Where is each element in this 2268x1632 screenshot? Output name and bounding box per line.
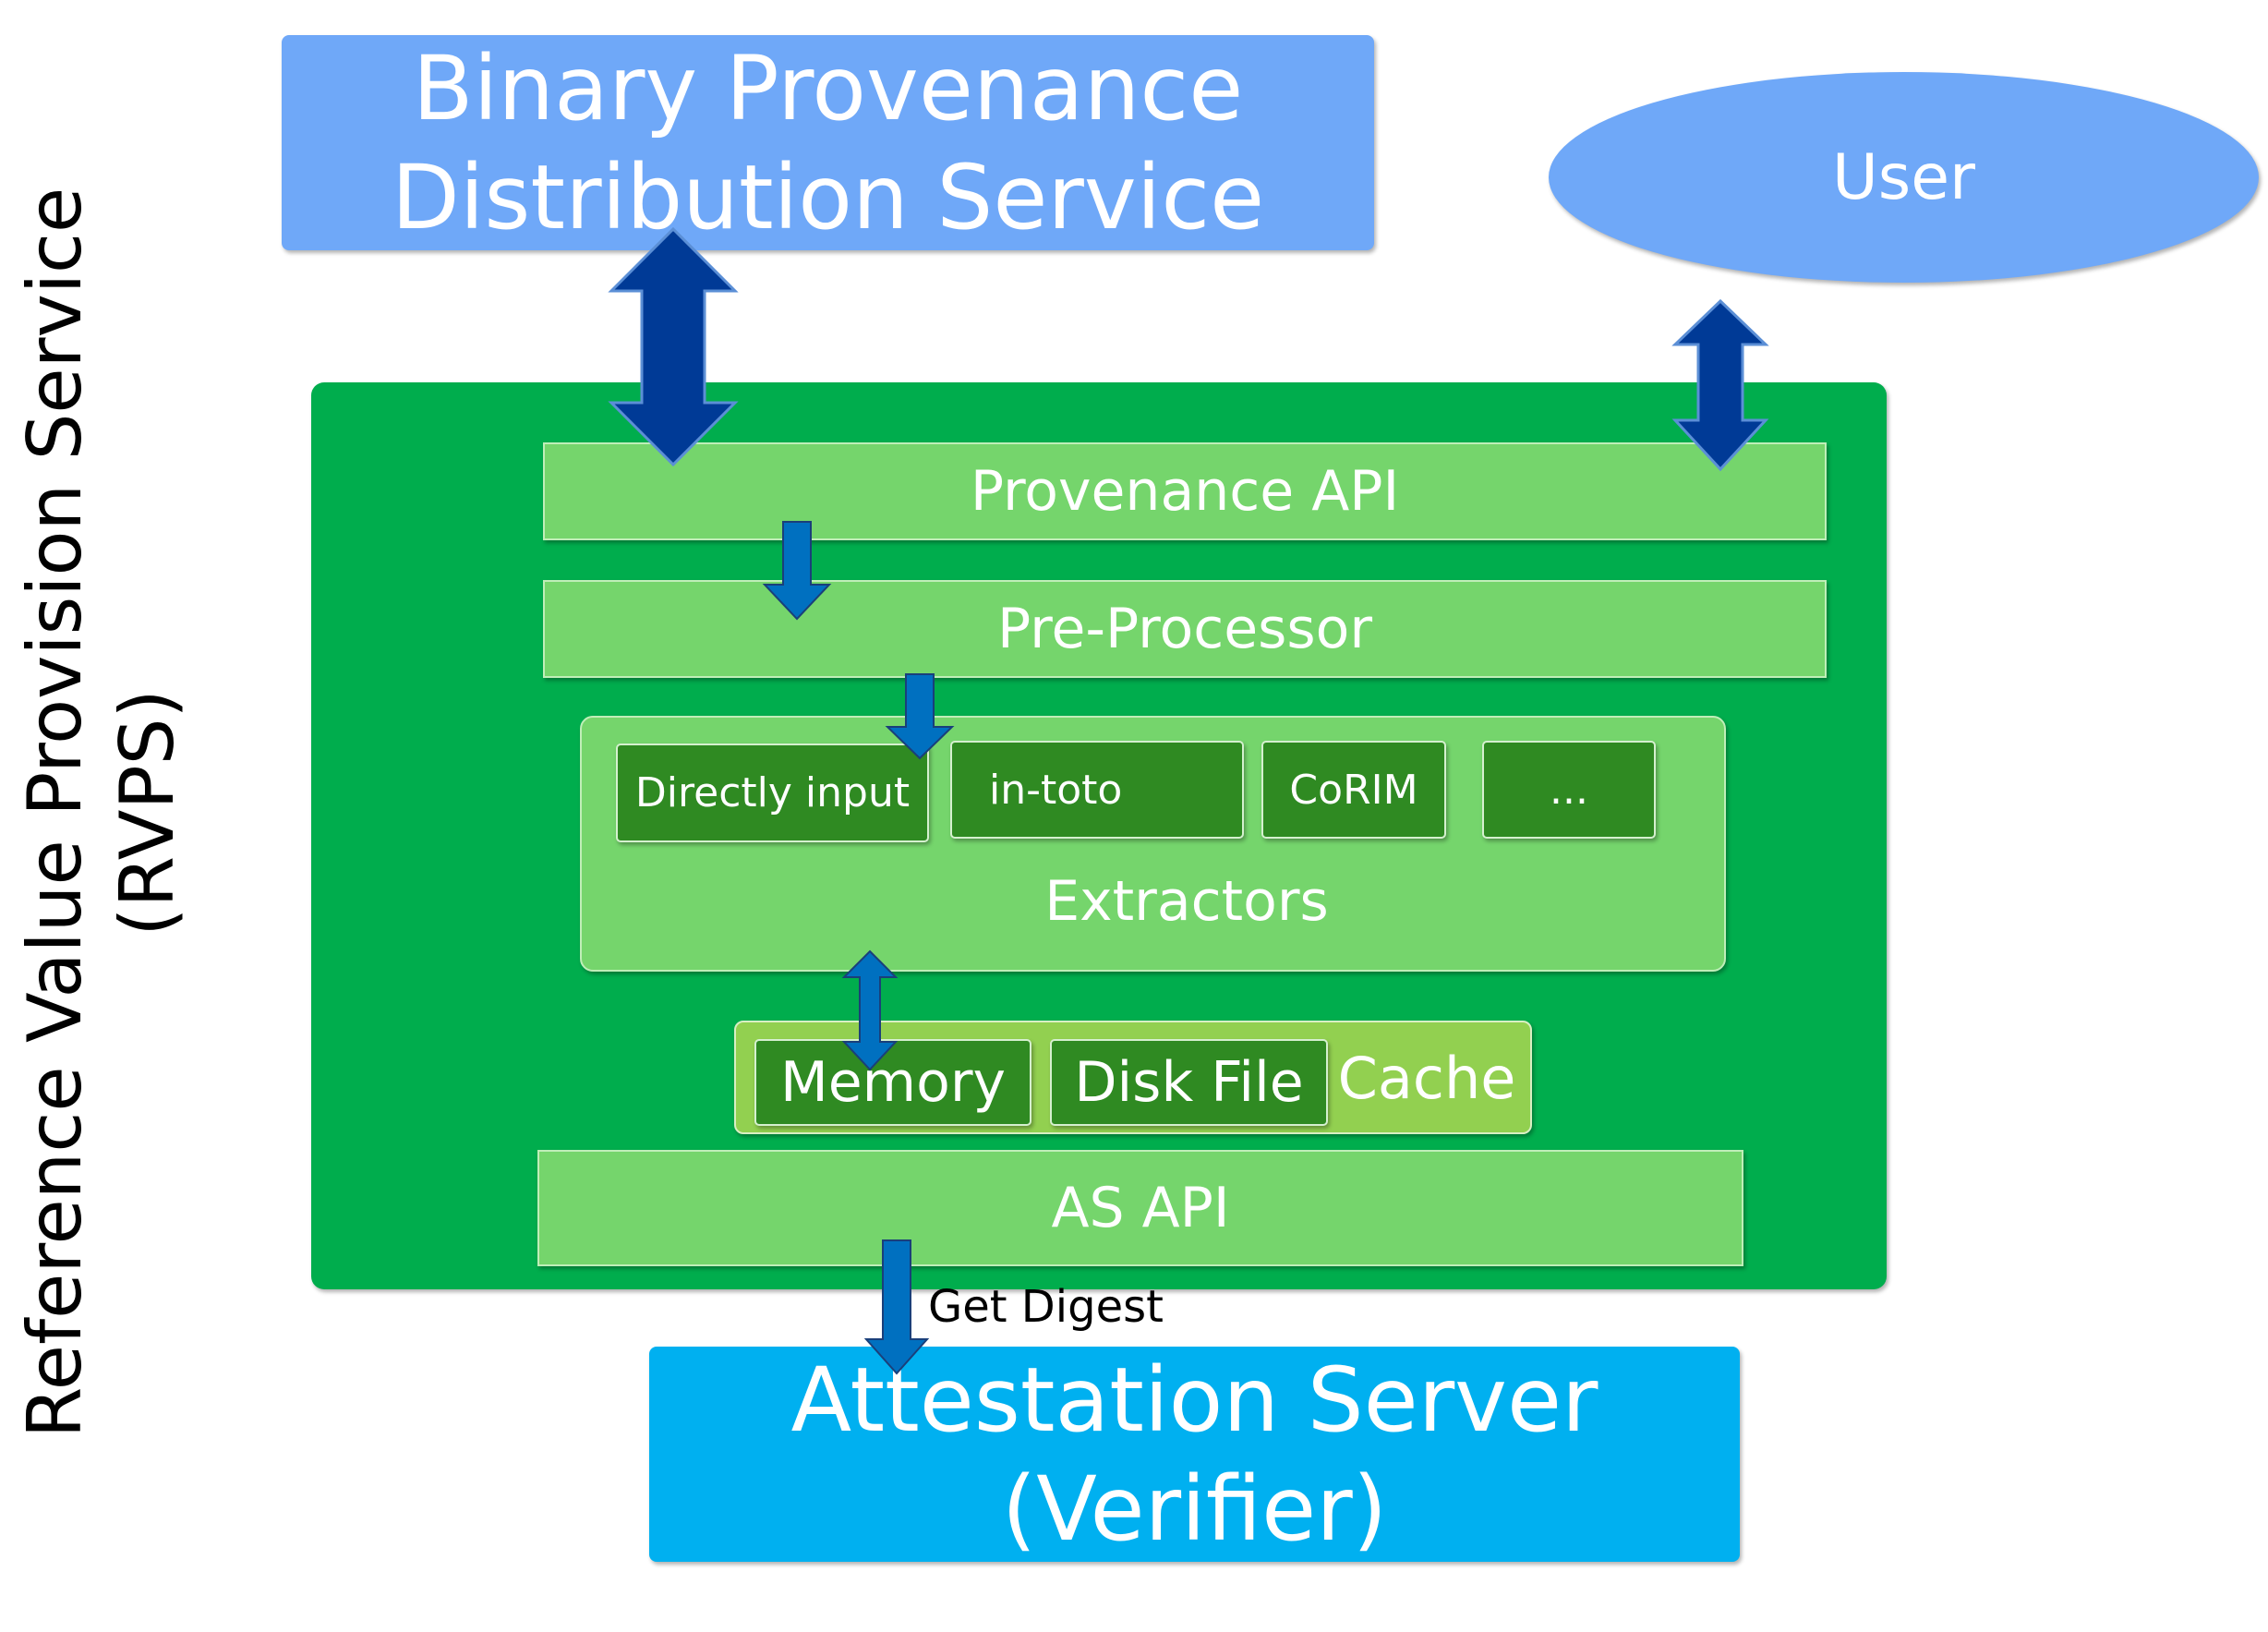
extractor-label: ...	[1550, 766, 1588, 814]
cache-memory: Memory	[754, 1039, 1031, 1126]
rvps-side-label-line1: Reference Value Provision Service	[12, 187, 98, 1439]
extractor-in-toto: in-toto	[950, 741, 1244, 839]
attestation-server-line1: Attestation Server	[790, 1348, 1598, 1452]
get-digest-label: Get Digest	[928, 1281, 1164, 1333]
rvps-side-label-line2: (RVPS)	[104, 689, 190, 937]
bpds-title-line2: Distribution Service	[391, 145, 1265, 249]
cache-label: Cache	[1337, 1045, 1516, 1112]
pre-processor-label: Pre-Processor	[996, 597, 1373, 661]
user-label: User	[1832, 140, 1975, 214]
binary-provenance-distribution-service-box: Binary Provenance Distribution Service	[282, 35, 1374, 250]
extractor-label: Directly input	[634, 769, 911, 816]
extractors-label: Extractors	[1044, 869, 1329, 934]
extractor-directly-input: Directly input	[616, 743, 929, 842]
cache-disk-file: Disk File	[1050, 1039, 1328, 1126]
as-api-label: AS API	[1051, 1176, 1230, 1240]
bpds-title-line1: Binary Provenance	[412, 36, 1244, 140]
as-api-layer: AS API	[537, 1150, 1743, 1266]
extractor-label: CoRIM	[1289, 766, 1418, 814]
provenance-api-layer: Provenance API	[543, 442, 1827, 540]
attestation-server-line2: (Verifier)	[1001, 1457, 1388, 1561]
user-node: User	[1549, 72, 2259, 283]
extractor-more: ...	[1482, 741, 1656, 839]
pre-processor-layer: Pre-Processor	[543, 580, 1827, 678]
cache-item-label: Disk File	[1074, 1050, 1304, 1115]
cache-item-label: Memory	[779, 1050, 1006, 1115]
attestation-server-box: Attestation Server (Verifier)	[649, 1347, 1740, 1562]
extractor-corim: CoRIM	[1261, 741, 1446, 839]
provenance-api-label: Provenance API	[970, 459, 1400, 524]
extractor-label: in-toto	[989, 766, 1123, 814]
